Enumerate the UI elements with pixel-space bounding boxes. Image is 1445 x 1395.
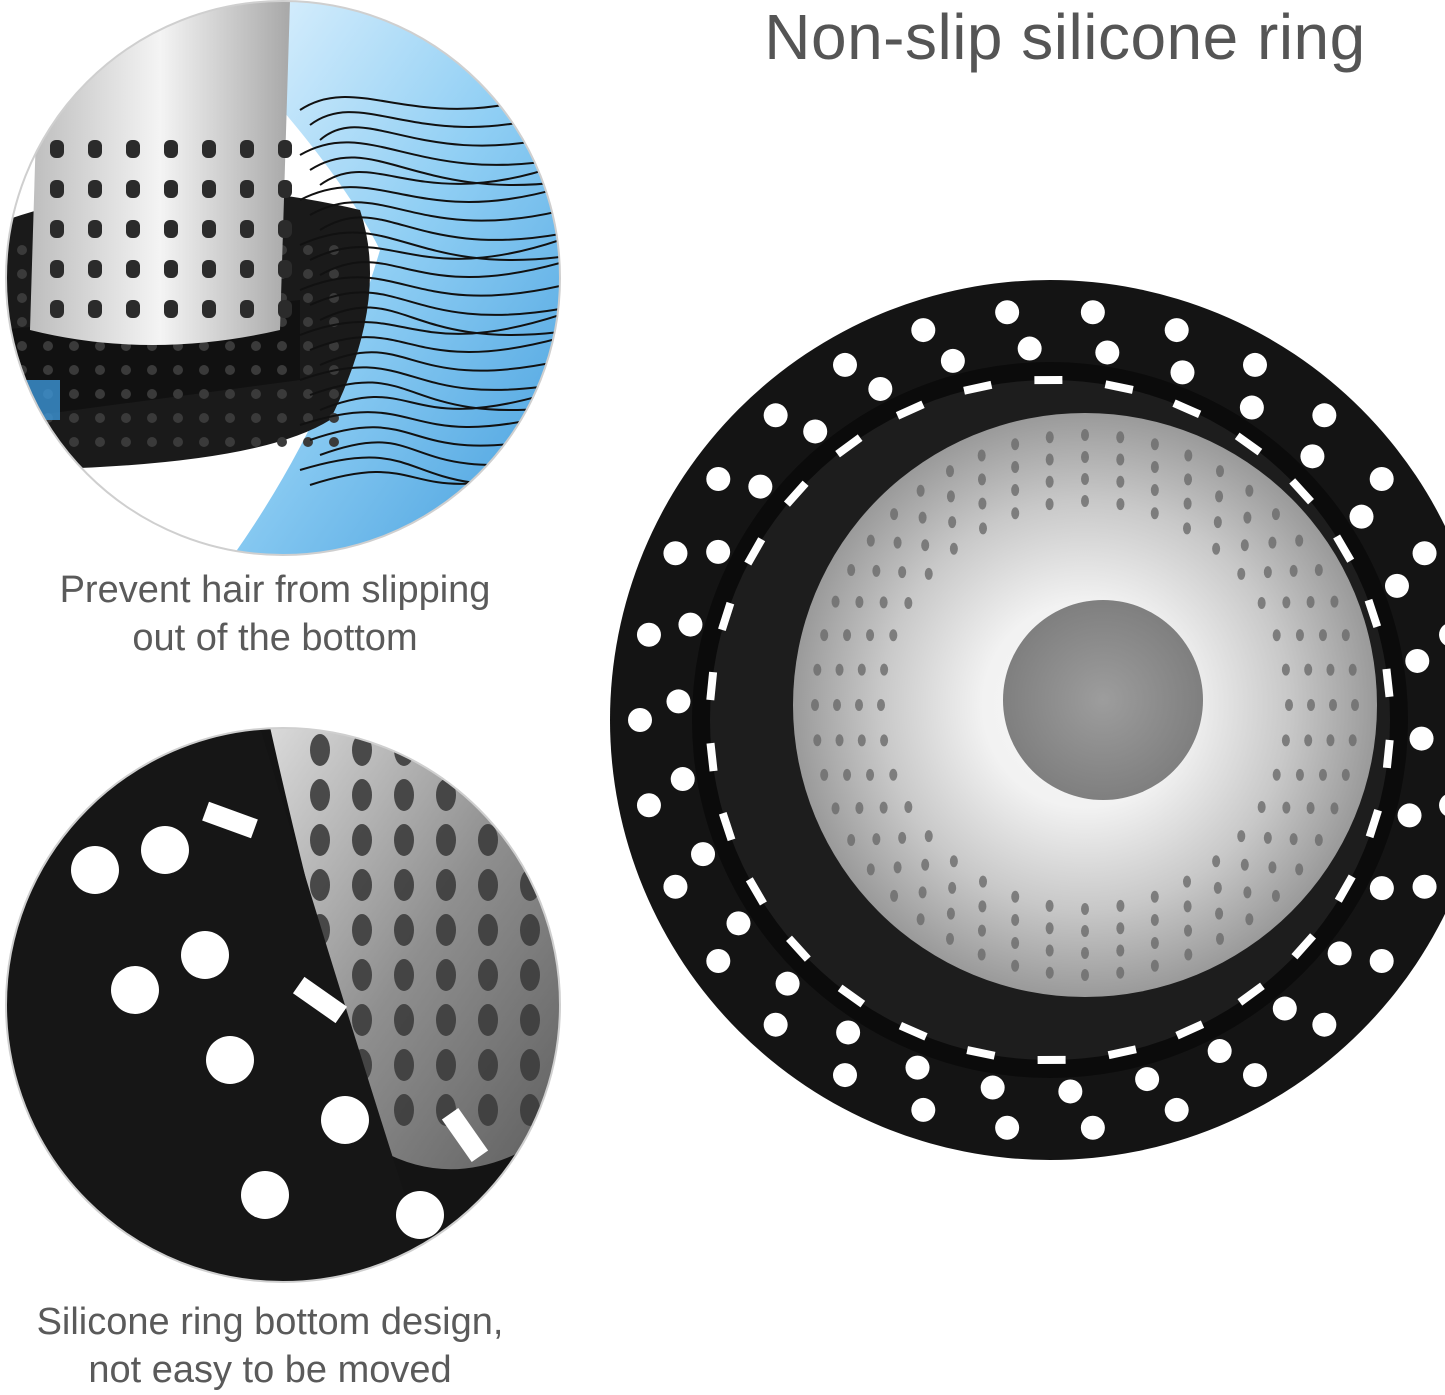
- bottom-caption-line2: not easy to be moved: [88, 1349, 452, 1391]
- hair-catch-inset: [6, 1, 560, 555]
- top-caption: Prevent hair from slipping out of the bo…: [0, 566, 550, 662]
- top-caption-line2: out of the bottom: [132, 617, 418, 659]
- silicone-ring-inset: [6, 728, 560, 1282]
- bottom-caption-line1: Silicone ring bottom design,: [36, 1301, 504, 1343]
- big-strainer: [610, 280, 1445, 1160]
- bottom-caption: Silicone ring bottom design, not easy to…: [0, 1298, 540, 1394]
- top-caption-line1: Prevent hair from slipping: [59, 569, 491, 611]
- headline: Non-slip silicone ring: [764, 1, 1366, 73]
